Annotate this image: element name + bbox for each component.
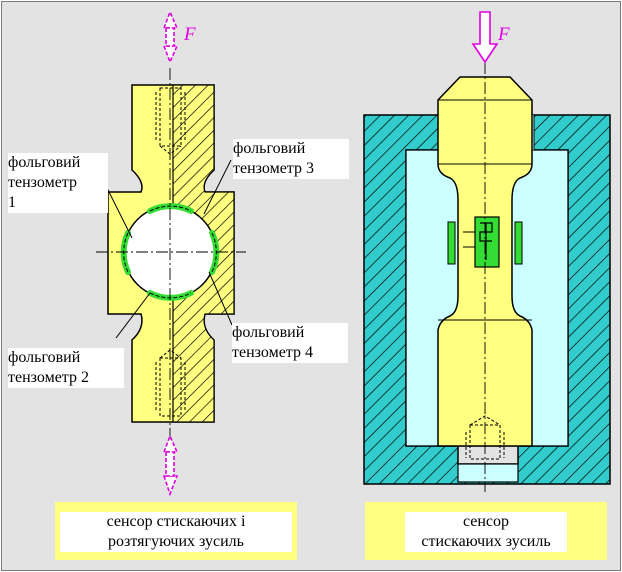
left-force-arrow-bottom — [162, 433, 179, 497]
left-center-lines — [96, 68, 246, 440]
label-gauge-3: фольговий тензометр 3 — [233, 139, 349, 179]
label-gauge-4: фольговий тензометр 4 — [232, 323, 348, 363]
left-force-arrow-top — [162, 9, 179, 65]
label-gauge-1: фольговий тензометр 1 — [8, 153, 108, 213]
right-force-label: F — [497, 24, 510, 45]
base-plug — [457, 463, 519, 483]
right-strain-gauges — [447, 216, 523, 268]
right-force-arrow — [471, 11, 499, 64]
caption-left: сенсор стискаючих і розтягуючих зусиль — [60, 512, 292, 552]
left-force-label: F — [183, 24, 196, 45]
caption-right: сенсор стискаючих зусиль — [405, 512, 567, 552]
right-sensor: F — [363, 11, 611, 492]
left-sensor: F — [96, 9, 246, 497]
label-gauge-2: фольговий тензометр 2 — [8, 348, 124, 388]
